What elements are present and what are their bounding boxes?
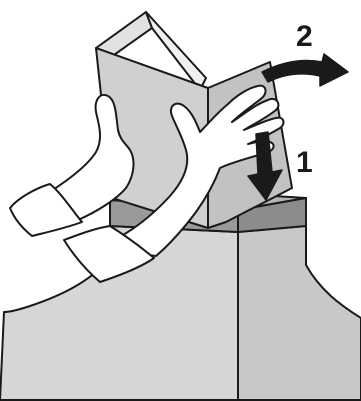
step-2-label: 2 xyxy=(296,20,313,53)
hood-canopy-right-face xyxy=(238,226,361,400)
hood-canopy xyxy=(0,226,361,400)
curved-arrow-right-icon xyxy=(262,54,348,86)
step-1-label: 1 xyxy=(296,146,313,179)
